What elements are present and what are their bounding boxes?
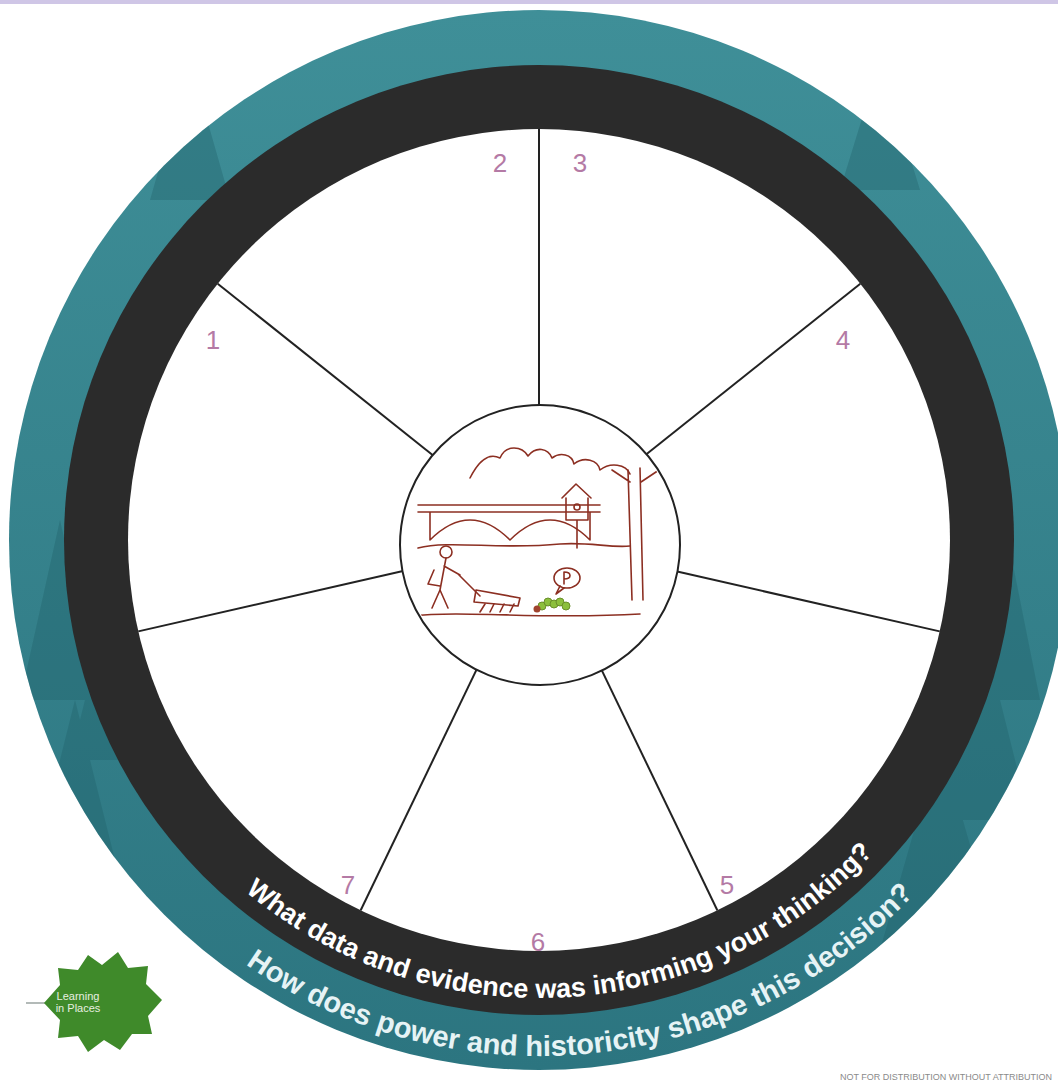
spoke-line [218, 284, 434, 456]
hub-illustration [410, 448, 662, 616]
person-sketch [428, 558, 480, 608]
ground-line [410, 614, 640, 616]
spoke-line [538, 129, 540, 405]
grass-strokes [480, 604, 514, 612]
ring-question-path-text: How does power and historicity shape thi… [242, 876, 918, 1062]
callout-number: 4 [836, 325, 850, 356]
caterpillar-segment [562, 602, 570, 610]
spoke-line [598, 662, 718, 911]
spoke-line [645, 284, 861, 456]
spoke-line [138, 570, 407, 631]
callout-number: 6 [531, 927, 545, 958]
header-strip [0, 0, 1058, 4]
logo-text: Learning in Places [53, 990, 103, 1014]
caterpillar-head [534, 606, 541, 613]
spoke-line [361, 662, 481, 911]
hub-circle [400, 405, 680, 685]
callout-number: 2 [493, 148, 507, 179]
wheel-face [128, 129, 950, 951]
callout-number: 7 [341, 870, 355, 901]
wheel-spokes [138, 129, 939, 910]
logo-leaf [44, 952, 162, 1052]
callout-number: 3 [573, 148, 587, 179]
outer-teal-ring [9, 10, 1058, 1070]
person-head [440, 546, 452, 558]
callout-number: 1 [206, 325, 220, 356]
caterpillar [534, 598, 571, 613]
tree-trunk [612, 468, 662, 600]
callout-number: 5 [720, 870, 734, 901]
spoke-line [671, 570, 940, 631]
watermark: NOT FOR DISTRIBUTION WITHOUT ATTRIBUTION [840, 1072, 1052, 1082]
tree-canopy [470, 448, 630, 478]
bridge-sketch [418, 505, 600, 540]
birdhouse-hole [574, 504, 580, 510]
ring-question: How does power and historicity shape thi… [242, 876, 918, 1062]
mower-sketch [474, 590, 520, 606]
birdhouse-sketch [562, 484, 591, 548]
bubble-glyph [556, 572, 570, 594]
dark-ring [64, 65, 1014, 1015]
